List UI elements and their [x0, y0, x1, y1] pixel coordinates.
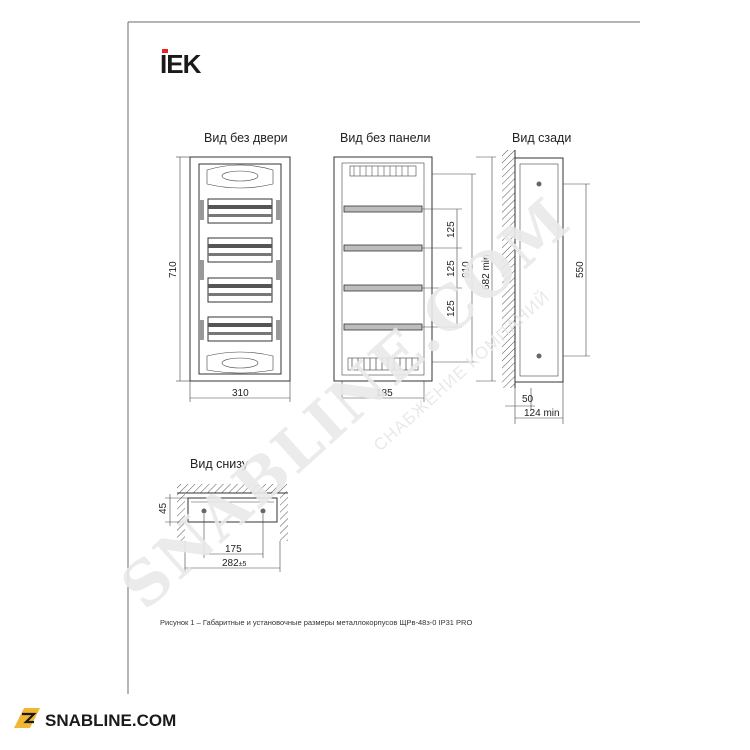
rear-view-title: Вид сзади: [512, 131, 571, 145]
dim-125-c: 125: [446, 300, 457, 317]
no-panel-view-title: Вид без панели: [340, 131, 430, 145]
snabline-logo-mark: [14, 708, 40, 728]
front-bottom-oval: [221, 357, 259, 369]
snabline-logo: SNABLINE.COM: [14, 708, 176, 730]
dim-50: 50: [522, 394, 534, 405]
page-frame: [127, 21, 640, 694]
dim-610: 610: [461, 261, 472, 278]
din-rails: [343, 205, 423, 331]
dim-125-a: 125: [446, 221, 457, 238]
rear-mount-hole-bottom: [536, 353, 542, 359]
front-top-oval: [221, 170, 259, 182]
no-panel-view: Вид без панели: [333, 131, 496, 402]
wall-hatch: [502, 150, 515, 388]
top-terminal-strip: [349, 165, 417, 177]
dim-125-b: 125: [446, 260, 457, 277]
dim-550: 550: [575, 261, 586, 278]
dim-282-value: 282: [222, 558, 239, 569]
dim-282: 282±5: [222, 558, 247, 569]
no-panel-inner-frame: [341, 162, 425, 376]
top-terminal-ticks: [353, 166, 409, 176]
front-inner-frame: [198, 163, 282, 375]
dim-682-min: 682 min: [481, 254, 492, 290]
dim-310: 310: [232, 388, 249, 399]
rear-enclosure: [514, 157, 564, 383]
dim-282-tol: ±5: [239, 561, 247, 568]
rear-view: Вид сзади 550 50 124 min: [502, 131, 590, 424]
rear-mount-hole-top: [536, 181, 542, 187]
front-din-rows: [207, 198, 273, 342]
iek-logo: IEK: [160, 49, 203, 79]
dim-710: 710: [168, 261, 179, 278]
no-panel-outer-frame: [333, 156, 433, 382]
front-outer-frame: [189, 156, 291, 382]
bottom-view-title: Вид снизу: [190, 457, 249, 471]
bottom-terminal-ticks: [351, 358, 413, 370]
front-top-cover: [206, 164, 274, 189]
bottom-terminal: [347, 357, 419, 371]
bottom-wall-hatch-top: [177, 484, 287, 493]
iek-logo-text: IEK: [160, 49, 202, 79]
front-side-marks: [200, 200, 280, 340]
bottom-enclosure: [187, 497, 278, 523]
bottom-mount-hole-right: [260, 508, 266, 514]
dim-124-min: 124 min: [524, 408, 560, 419]
dim-175: 175: [225, 544, 242, 555]
front-view: Вид без двери: [168, 131, 291, 402]
front-view-title: Вид без двери: [204, 131, 288, 145]
figure-caption: Рисунок 1 – Габаритные и установочные ра…: [160, 618, 472, 627]
front-bottom-cover: [206, 351, 274, 374]
snabline-logo-text: SNABLINE.COM: [45, 711, 176, 730]
dim-185: 185: [376, 388, 393, 399]
dim-45: 45: [158, 502, 169, 514]
bottom-mount-hole-left: [201, 508, 207, 514]
bottom-view: Вид снизу 45 175 282±5: [158, 457, 288, 572]
